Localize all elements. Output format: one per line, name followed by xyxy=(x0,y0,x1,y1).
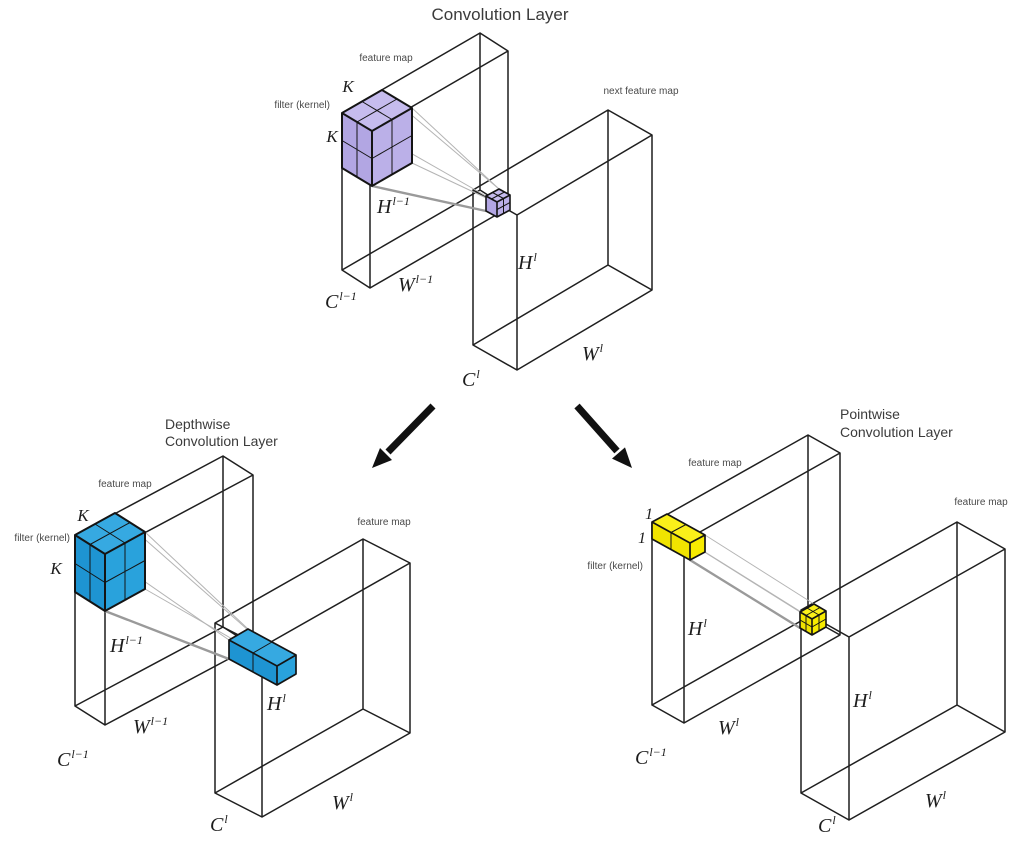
w-out-label: Wl xyxy=(582,341,604,365)
filter-kernel-bar xyxy=(651,513,706,561)
next-feature-map-label: next feature map xyxy=(603,86,678,97)
k-side-label: K xyxy=(49,559,63,578)
diagram-title-line1: Pointwise xyxy=(840,406,900,422)
output-pixel-subdivisions xyxy=(799,607,827,632)
h-in-label: Hl−1 xyxy=(109,633,143,657)
c-in-label: Cl−1 xyxy=(635,745,667,769)
w-in-label: Wl−1 xyxy=(398,272,433,296)
output-feature-map-box xyxy=(800,521,1006,821)
k-side-label: K xyxy=(325,127,339,146)
filter-cube-edges xyxy=(341,89,413,187)
filter-kernel-label: filter (kernel) xyxy=(14,533,70,544)
output-pixel-cube xyxy=(485,188,511,218)
filter-kernel-label: filter (kernel) xyxy=(587,561,643,572)
output-feature-map-box xyxy=(214,538,411,818)
output-feature-map-label: feature map xyxy=(357,517,411,528)
c-out-label: Cl xyxy=(462,367,480,391)
pointwise-convolution-diagram: Pointwise Convolution Layer feature map … xyxy=(587,406,1008,837)
w-out-label: Wl xyxy=(925,788,947,812)
output-feature-map-label: feature map xyxy=(954,497,1008,508)
output-feature-map-box xyxy=(472,109,653,371)
output-bar-subdivisions xyxy=(252,641,273,672)
c-out-label: Cl xyxy=(818,813,836,837)
h-out-label: Hl xyxy=(852,688,872,712)
k-top-label: K xyxy=(341,77,355,96)
diagram-title-line2: Convolution Layer xyxy=(840,424,953,440)
diagram-title-line2: Convolution Layer xyxy=(165,433,278,449)
diagram-title-line1: Depthwise xyxy=(165,416,231,432)
c-in-label: Cl−1 xyxy=(325,289,357,313)
output-pixel-edges xyxy=(799,603,827,636)
one-side-label: 1 xyxy=(638,530,646,547)
w-out-label: Wl xyxy=(332,790,354,814)
depthwise-convolution-diagram: Depthwise Convolution Layer feature map … xyxy=(14,416,411,836)
feature-map-label: feature map xyxy=(688,458,742,469)
filter-kernel-label: filter (kernel) xyxy=(274,100,330,111)
h-in-label: Hl−1 xyxy=(376,194,410,218)
output-pixel-edges xyxy=(485,188,511,218)
filter-cube-subdivisions xyxy=(341,98,413,177)
output-column-bar xyxy=(228,628,297,686)
kernel-bar-edges xyxy=(651,513,706,561)
h-out-label: Hl xyxy=(266,691,286,715)
projection-lines xyxy=(689,534,815,630)
output-bar-edges xyxy=(228,628,297,686)
feature-map-label: feature map xyxy=(98,479,152,490)
k-top-label: K xyxy=(76,506,90,525)
standard-convolution-diagram: Convolution Layer feature map filter (ke… xyxy=(274,5,679,391)
c-out-label: Cl xyxy=(210,812,228,836)
output-pixel-subdivisions xyxy=(491,191,511,214)
output-bar-end-face xyxy=(277,655,296,685)
filter-kernel-cube xyxy=(341,89,413,187)
output-pixel-cube xyxy=(799,603,827,636)
kernel-bar-subdivisions xyxy=(670,524,687,550)
w-in-label: Wl−1 xyxy=(133,714,168,738)
arrow-to-pointwise xyxy=(574,403,632,468)
w-in-label: Wl xyxy=(718,715,740,739)
filter-cube-edges xyxy=(74,512,146,612)
h-in-label: Hl xyxy=(687,616,707,640)
feature-map-label: feature map xyxy=(359,53,413,64)
input-feature-map-box xyxy=(651,434,841,724)
filter-cube-subdivisions xyxy=(74,522,146,602)
h-out-label: Hl xyxy=(517,250,537,274)
c-in-label: Cl−1 xyxy=(57,747,89,771)
filter-kernel-cube xyxy=(74,512,146,612)
arrow-to-depthwise xyxy=(372,403,436,468)
diagram-title: Convolution Layer xyxy=(431,5,568,24)
one-top-label: 1 xyxy=(645,506,653,523)
